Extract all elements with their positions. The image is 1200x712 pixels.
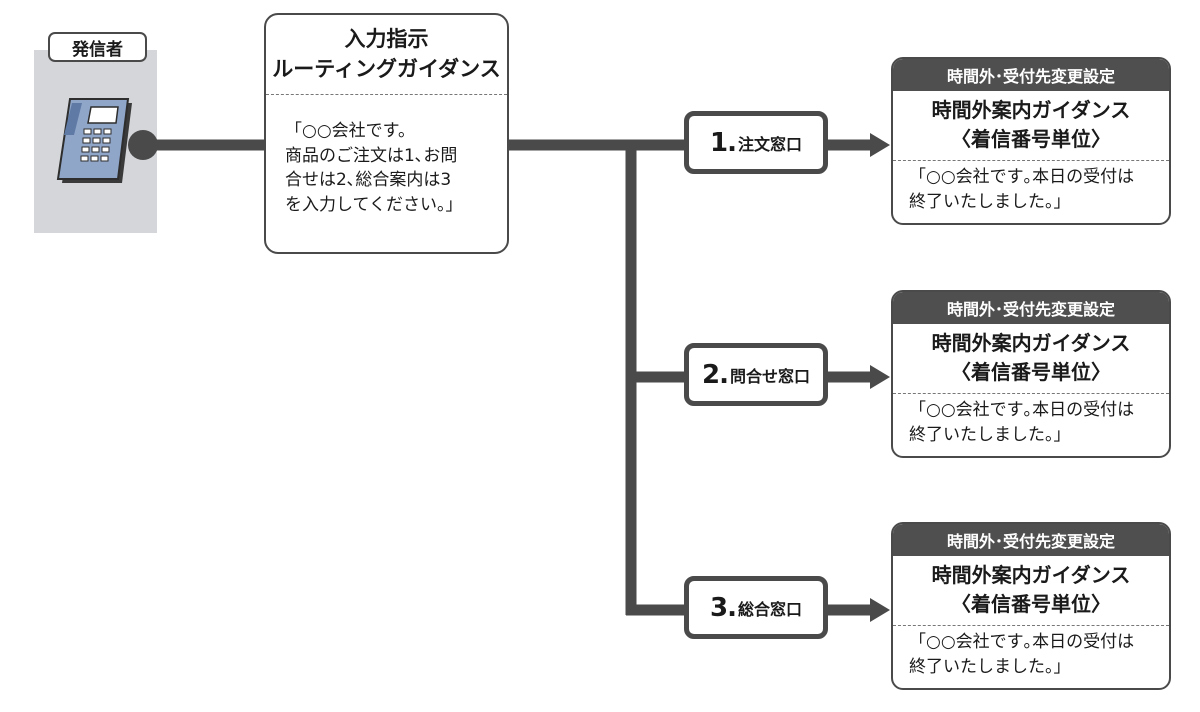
card-message: 「○○会社です｡本日の受付は 終了いたしました。」 (909, 400, 1135, 445)
card-message: 「○○会社です｡本日の受付は 終了いたしました。」 (909, 167, 1135, 212)
arrow-head-3 (870, 598, 890, 622)
option-order-window: 1. 注文窓口 (684, 111, 828, 174)
after-hours-card-2: 時間外･受付先変更設定 時間外案内ガイダンス 〈着信番号単位〉 「○○会社です｡… (891, 290, 1171, 458)
routing-divider (266, 94, 507, 95)
routing-guidance-box: 入力指示 ルーティングガイダンス 「○○会社です。 商品のご注文は1､お問 合せ… (264, 13, 509, 254)
card-divider (893, 393, 1169, 394)
card-title: 時間外案内ガイダンス 〈着信番号単位〉 (931, 98, 1131, 151)
option-general-window: 3. 総合窓口 (684, 576, 828, 639)
card-header: 時間外･受付先変更設定 (893, 59, 1169, 91)
card-header: 時間外･受付先変更設定 (893, 292, 1169, 324)
caller-label: 発信者 (48, 32, 147, 62)
card-divider (893, 625, 1169, 626)
connection-dot (128, 130, 158, 160)
routing-guidance-title: 入力指示 ルーティングガイダンス (272, 27, 501, 81)
after-hours-card-1: 時間外･受付先変更設定 時間外案内ガイダンス 〈着信番号単位〉 「○○会社です｡… (891, 57, 1171, 225)
arrow-head-2 (870, 365, 890, 389)
card-header: 時間外･受付先変更設定 (893, 524, 1169, 556)
card-message: 「○○会社です｡本日の受付は 終了いたしました。」 (909, 632, 1135, 677)
card-title: 時間外案内ガイダンス 〈着信番号単位〉 (931, 563, 1131, 616)
arrow-head-1 (870, 133, 890, 157)
option-inquiry-window: 2. 問合せ窓口 (684, 343, 828, 406)
after-hours-card-3: 時間外･受付先変更設定 時間外案内ガイダンス 〈着信番号単位〉 「○○会社です｡… (891, 522, 1171, 690)
card-divider (893, 160, 1169, 161)
card-title: 時間外案内ガイダンス 〈着信番号単位〉 (931, 331, 1131, 384)
routing-guidance-message: 「○○会社です。 商品のご注文は1､お問 合せは2､総合案内は3 を入力してくだ… (285, 121, 463, 215)
desk-phone-icon (56, 98, 132, 183)
